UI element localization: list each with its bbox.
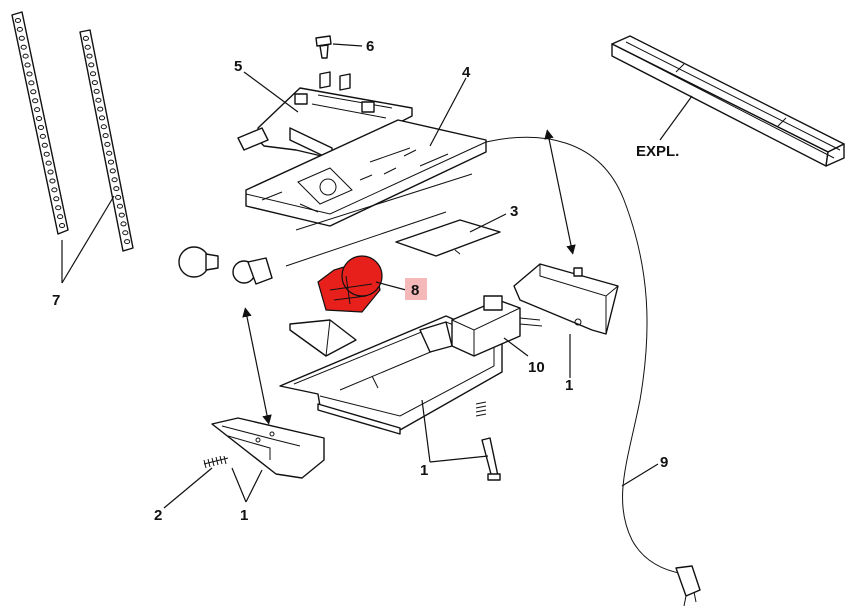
bracket-plate-part-5[interactable]: [237, 71, 413, 161]
strip-hole: [106, 150, 113, 156]
label-5: 5: [234, 58, 242, 75]
leader-3: [469, 213, 507, 233]
strip-hole: [88, 62, 95, 68]
mounting-strip-left[interactable]: [11, 11, 69, 235]
leader-1-screw: [429, 455, 489, 463]
strip-hole: [116, 203, 124, 209]
strip-hole: [30, 89, 37, 95]
strip-hole: [57, 214, 64, 220]
label-7: 7: [52, 292, 60, 309]
strip-hole: [41, 142, 48, 148]
strip-hole: [115, 194, 122, 200]
leader-1-cover-b: [245, 469, 263, 503]
strip-hole: [102, 133, 109, 139]
strip-hole: [113, 186, 120, 192]
leader-1-base: [421, 399, 431, 463]
label-10: 10: [528, 359, 545, 376]
highlighted-part-8[interactable]: [317, 255, 383, 313]
strip-hole: [86, 53, 93, 59]
screw-part-6[interactable]: [315, 35, 332, 59]
strip-hole: [104, 141, 111, 147]
strip-hole: [111, 177, 118, 183]
strip-hole: [91, 80, 98, 86]
label-1-base: 1: [420, 462, 428, 479]
leader-expl: [659, 95, 693, 141]
strip-hole: [49, 178, 56, 184]
leader-1-cover-a: [231, 467, 247, 503]
strip-hole: [26, 71, 33, 77]
strip-hole: [14, 17, 22, 23]
light-bulb[interactable]: [178, 246, 219, 278]
strip-hole: [24, 62, 31, 68]
leader-2: [163, 467, 213, 509]
strip-hole: [51, 187, 58, 193]
strip-hole: [100, 124, 107, 130]
strip-hole: [47, 169, 54, 175]
front-cover-part-1[interactable]: [211, 417, 325, 479]
leader-8: [375, 281, 407, 291]
strip-hole: [89, 71, 97, 77]
motor-assembly-part-10[interactable]: [419, 295, 543, 357]
strip-hole: [45, 160, 52, 166]
label-1-side: 1: [565, 377, 573, 394]
leader-6: [332, 43, 363, 47]
strip-hole: [22, 53, 29, 59]
mounting-strip-right[interactable]: [79, 29, 134, 252]
strip-hole: [37, 124, 45, 130]
label-3: 3: [510, 203, 518, 220]
strip-hole: [32, 98, 39, 104]
strip-hole: [43, 151, 50, 157]
strip-hole: [16, 26, 23, 32]
label-expl: EXPL.: [636, 143, 679, 160]
strip-hole: [28, 80, 35, 86]
strip-hole: [34, 107, 41, 113]
cover-plate-part-4[interactable]: [245, 119, 487, 227]
arrow-right: [544, 129, 576, 255]
strip-hole: [107, 159, 115, 165]
strip-hole: [35, 116, 43, 122]
sheet-part-3[interactable]: [395, 219, 501, 257]
strip-hole: [98, 115, 106, 121]
strip-hole: [124, 239, 131, 245]
long-screw[interactable]: [481, 437, 501, 481]
spring-part-2[interactable]: [203, 455, 229, 469]
wedge-block[interactable]: [289, 319, 357, 357]
strip-hole: [95, 97, 102, 103]
strip-hole: [18, 35, 25, 41]
leader-9: [621, 463, 659, 487]
strip-hole: [55, 205, 62, 211]
label-8-highlight: [405, 278, 427, 300]
power-cable-part-9[interactable]: [485, 136, 701, 607]
leader-10: [503, 337, 529, 357]
strip-hole: [84, 44, 91, 50]
rail-profile[interactable]: [611, 35, 845, 167]
strip-hole: [39, 133, 46, 139]
label-2: 2: [154, 507, 162, 524]
bulb-socket[interactable]: [232, 257, 273, 285]
label-4: 4: [462, 64, 471, 81]
label-1-cover: 1: [240, 507, 248, 524]
label-6: 6: [366, 38, 374, 55]
strip-hole: [122, 230, 129, 236]
leader-4: [429, 77, 467, 147]
strip-hole: [53, 196, 60, 202]
strip-hole: [118, 212, 125, 218]
small-spring[interactable]: [475, 401, 487, 417]
rod-upper: [295, 173, 473, 231]
label-8: 8: [411, 282, 419, 299]
leader-5: [243, 71, 299, 113]
strip-hole: [82, 35, 89, 41]
side-cover-part-1[interactable]: [513, 263, 619, 335]
strip-hole: [93, 88, 100, 94]
label-9: 9: [660, 454, 668, 471]
strip-hole: [58, 223, 66, 229]
strip-hole: [20, 44, 27, 50]
strip-hole: [109, 168, 116, 174]
strip-hole: [120, 221, 127, 227]
arrow-left: [242, 307, 272, 425]
strip-hole: [97, 106, 104, 112]
leader-7b: [61, 195, 115, 284]
rod-lower: [285, 211, 447, 267]
